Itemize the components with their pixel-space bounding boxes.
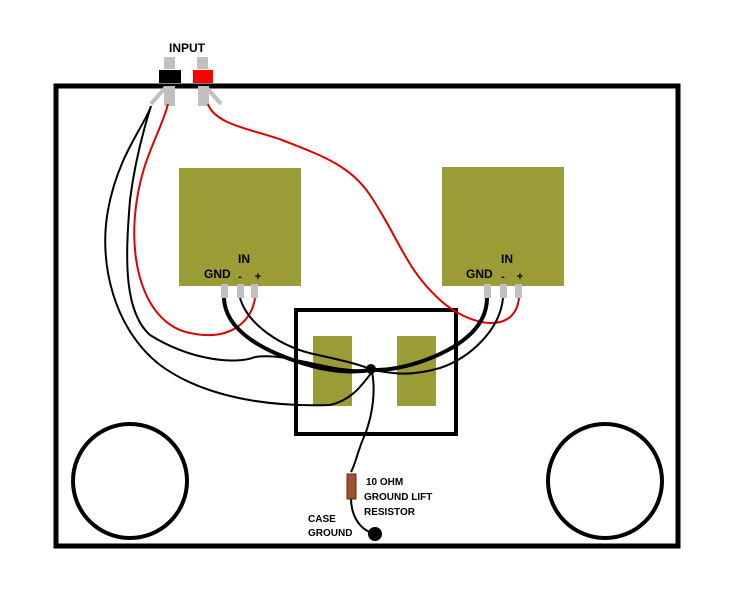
right-board-pin-minus <box>500 284 507 298</box>
black-wire-right-gnd <box>371 297 489 372</box>
left-gnd-label: GND <box>204 267 231 281</box>
right-amp-board <box>442 167 564 286</box>
jack-black-bottom-pin <box>164 86 175 106</box>
case-ground-label-line1: CASE <box>308 514 336 525</box>
red-wire-right-plus <box>207 103 520 324</box>
resistor-label-line3: RESISTOR <box>364 507 416 518</box>
case-ground-label-line2: GROUND <box>308 528 352 539</box>
resistor-label-line2: GROUND LIFT <box>364 492 432 503</box>
black-wire-right-minus <box>371 297 504 375</box>
jack-red-side-lead <box>205 86 223 106</box>
jack-red-top-pin <box>197 57 208 69</box>
ground-box <box>294 308 458 436</box>
right-plus-label: + <box>517 271 523 283</box>
right-in-label: IN <box>501 252 513 266</box>
black-wire-to-resistor <box>350 371 375 473</box>
input-jack-black <box>159 70 181 83</box>
left-board-pin-minus <box>237 284 244 298</box>
left-amp-board <box>179 168 301 286</box>
left-speaker <box>71 422 189 540</box>
right-board-pin-plus <box>515 284 522 298</box>
red-wire-left-plus <box>133 103 256 336</box>
ground-lift-resistor <box>346 473 357 500</box>
chassis-outline <box>53 83 681 549</box>
case-ground-terminal <box>368 527 382 541</box>
left-board-pin-gnd <box>221 284 228 298</box>
right-board-pin-gnd <box>484 284 491 298</box>
jack-black-top-pin <box>164 57 175 69</box>
input-label: INPUT <box>169 41 206 55</box>
right-speaker <box>546 422 664 540</box>
jack-red-bottom-pin <box>198 86 209 106</box>
black-wire-left-minus <box>239 297 373 371</box>
right-minus-label: - <box>501 271 505 283</box>
jack-black-side-lead <box>149 86 167 106</box>
left-minus-label: - <box>238 271 242 283</box>
ground-junction <box>366 364 376 374</box>
resistor-label-line1: 10 OHM <box>366 477 403 488</box>
black-wire-input-ground-loop <box>104 105 373 407</box>
black-wire-left-gnd <box>222 297 373 374</box>
right-gnd-label: GND <box>466 267 493 281</box>
input-jack-red <box>193 70 213 83</box>
left-in-label: IN <box>238 252 250 266</box>
left-board-pin-plus <box>251 284 258 298</box>
left-plus-label: + <box>255 271 261 283</box>
